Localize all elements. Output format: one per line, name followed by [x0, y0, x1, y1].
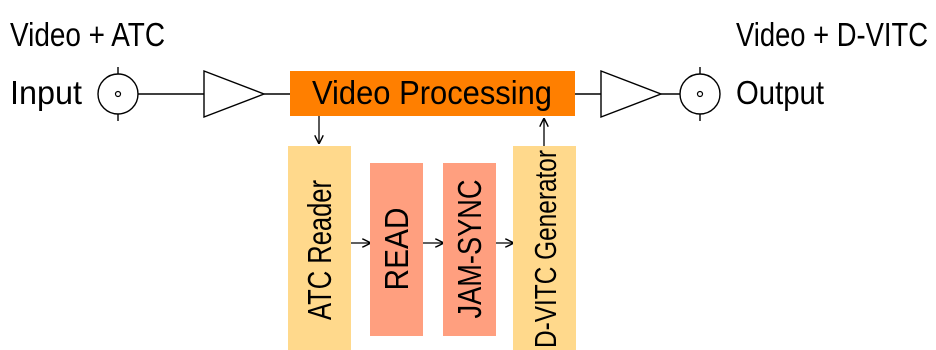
dvitc-generator-label: D-VITC Generator [528, 150, 563, 348]
input-amplifier-icon [203, 69, 266, 119]
output-connector-icon [679, 67, 721, 121]
input-connector-icon [97, 67, 139, 121]
atc-reader-block [288, 146, 351, 350]
output-amplifier-icon [600, 69, 663, 119]
input-title: Video + ATC [10, 16, 165, 53]
video-processing-label: Video Processing [312, 74, 552, 111]
read-block [370, 163, 423, 336]
video-processing-block [290, 71, 575, 116]
output-title: Video + D-VITC [736, 16, 928, 53]
output-subtitle: Output [736, 74, 824, 111]
jam-sync-block [443, 163, 496, 336]
dvitc-generator-block [513, 146, 576, 350]
jam-sync-label: JAM-SYNC [451, 180, 488, 319]
atc-reader-label: ATC Reader [301, 180, 338, 320]
read-label: READ [378, 208, 415, 291]
input-subtitle: Input [10, 74, 82, 111]
